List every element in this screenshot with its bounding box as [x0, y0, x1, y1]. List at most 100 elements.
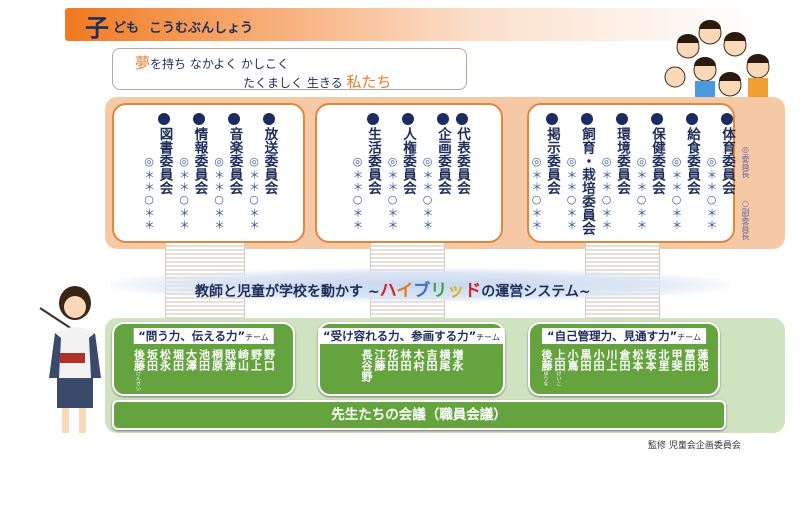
teacher-name: 林田 [399, 349, 412, 371]
teacher-name: 小嶌 [566, 349, 579, 371]
committee: ◎＊＊○＊＊図書委員会 [141, 113, 173, 241]
bullet-icon [193, 113, 205, 125]
bullet-icon [455, 113, 468, 125]
committee-members: ◎＊＊○＊＊ [386, 155, 399, 231]
committee-heading: 情報委員会 [191, 113, 208, 195]
committee-heading: 保健委員会 [649, 113, 665, 195]
teacher-name: 江藤 [373, 349, 386, 371]
committee-heading: 体育委員会 [719, 113, 735, 195]
teacher-name: 崎山 [236, 349, 250, 371]
teacher-name-item: 桐原 [211, 349, 224, 391]
role-legend: ◎委員長 ○副委員長 [740, 145, 751, 240]
staff-meeting-bar: 先生たちの会議（職員会議） [112, 400, 726, 430]
committee-members: ◎＊＊○＊＊ [177, 155, 191, 231]
committee: ◎＊＊○＊＊保健委員会 [633, 113, 665, 241]
team-box-2: “受け容れる力、参画する力”チーム長谷野江藤花田林田木村吉田横尾増永 [318, 322, 505, 396]
teacher-name-item: 木村 [412, 349, 425, 382]
team-name: “問う力、伝える力” [138, 329, 246, 343]
teacher-name-item: 野口 [262, 349, 276, 391]
teacher-name-item: 戝津 [223, 349, 237, 391]
teacher-name-item: 川上 [605, 349, 618, 386]
teacher-name-item: 坂本 [644, 349, 657, 386]
teacher-name-item: 松本 [631, 349, 644, 386]
team-suffix: チーム [677, 333, 701, 342]
teacher-name-reading: けいこ [555, 371, 562, 386]
teacher-name-item: 吉田 [425, 349, 438, 382]
teacher-name-item: 江藤 [373, 349, 386, 382]
teacher-name: 増永 [451, 349, 464, 371]
committee-name: 音楽委員会 [226, 127, 243, 195]
committee-heading: 掲示委員会 [544, 113, 560, 195]
teacher-name: 野上 [249, 349, 263, 371]
committee: ◎＊＊○＊＊掲示委員会 [528, 113, 560, 241]
committee-members: ◎＊＊○＊＊ [635, 155, 648, 231]
committee: 代表委員会 [454, 113, 470, 241]
committee: ◎＊＊○＊＊環境委員会 [598, 113, 630, 241]
teacher-name: 松本 [631, 349, 644, 371]
hybrid-char: ブ [413, 281, 431, 301]
motto-accent: 夢 [135, 54, 151, 72]
teacher-name-item: 後藤けんせい [133, 349, 146, 391]
teacher-name-item: 冨田 [683, 349, 696, 386]
committee-name: 企画委員会 [435, 127, 451, 195]
committee-heading: 飼育・栽培委員会 [579, 113, 595, 235]
committee-members: ◎＊＊○＊＊ [600, 155, 613, 231]
teacher-name-item: 横尾 [438, 349, 451, 382]
committee-members: ◎＊＊○＊＊ [212, 155, 226, 231]
teacher-name-item: 崎山 [236, 349, 250, 391]
teacher-name: 吉田 [425, 349, 438, 371]
committee-heading: 人権委員会 [400, 113, 416, 195]
committee-name: 代表委員会 [454, 127, 470, 195]
committee-name: 情報委員会 [191, 127, 208, 195]
committee: ◎＊＊○＊＊情報委員会 [176, 113, 208, 241]
hybrid-char: リ [430, 281, 448, 301]
committee-name: 掲示委員会 [544, 127, 560, 195]
committee-heading: 代表委員会 [454, 113, 470, 195]
banner-post: の運営システム~ [481, 284, 591, 300]
committee-name: 環境委員会 [614, 127, 630, 195]
hybrid-char: ハ [379, 281, 397, 301]
teacher-name-item: 倉田 [618, 349, 631, 386]
committee-name: 給食委員会 [684, 127, 700, 195]
title-bar: 子 ども こうむぶんしょう [65, 8, 755, 42]
committee-name: 保健委員会 [649, 127, 665, 195]
committee-heading: 企画委員会 [435, 113, 451, 195]
teacher-name-item: 堀田 [172, 349, 185, 391]
teacher-name: 花田 [386, 349, 399, 371]
teacher-name-item: 蓮池 [696, 349, 709, 386]
team-members: 後藤ゆりな上田けいこ小嶌黒田小田川上倉田松本坂本北里甲斐冨田蓮池 [530, 349, 718, 386]
team-name: “自己管理力、見通す力” [547, 329, 678, 343]
committee-heading: 給食委員会 [684, 113, 700, 195]
team-members: 長谷野江藤花田林田木村吉田横尾増永 [320, 349, 503, 382]
teacher-name: 黒田 [579, 349, 592, 371]
teacher-name: 野口 [262, 349, 276, 371]
system-banner: 教師と児童が学校を動かす ~ハイブリッドの運営システム~ [110, 268, 730, 302]
motto-line2: たくましく 生きる [243, 76, 347, 90]
committee-name: 体育委員会 [719, 127, 735, 195]
bullet-icon [545, 113, 558, 125]
committee-name: 放送委員会 [261, 127, 278, 195]
hybrid-word: ハイブリッド [379, 281, 482, 301]
bullet-icon [720, 113, 733, 125]
motto-accent2: 私たち [346, 73, 392, 91]
committee-members: ◎＊＊○＊＊ [565, 155, 578, 231]
hybrid-char: ド [464, 281, 482, 301]
teacher-name: 大澤 [184, 349, 198, 371]
committee-group-1: ◎＊＊○＊＊図書委員会◎＊＊○＊＊情報委員会◎＊＊○＊＊音楽委員会◎＊＊○＊＊放… [112, 103, 305, 243]
supervised-by: 監修 児童会企画委員会 [648, 441, 741, 451]
teacher-name: 小田 [592, 349, 605, 371]
children-illustration [664, 20, 770, 115]
bullet-icon [580, 113, 593, 125]
committee: ◎＊＊○＊＊体育委員会 [703, 113, 735, 241]
committee-members: ◎＊＊○＊＊ [247, 155, 261, 231]
committee: ◎＊＊○＊＊音楽委員会 [211, 113, 243, 241]
committee-members: ◎＊＊○＊＊ [530, 155, 543, 231]
bullet-icon [158, 113, 170, 125]
teacher-name-reading: けんせい [135, 371, 141, 391]
title-big-char: 子 [85, 13, 109, 42]
teacher-illustration [39, 286, 101, 433]
teacher-name-item: 坂田 [146, 349, 159, 391]
teacher-name-item: 増永 [451, 349, 464, 382]
teacher-name: 戝津 [223, 349, 237, 371]
teacher-name: 長谷野 [360, 349, 373, 382]
